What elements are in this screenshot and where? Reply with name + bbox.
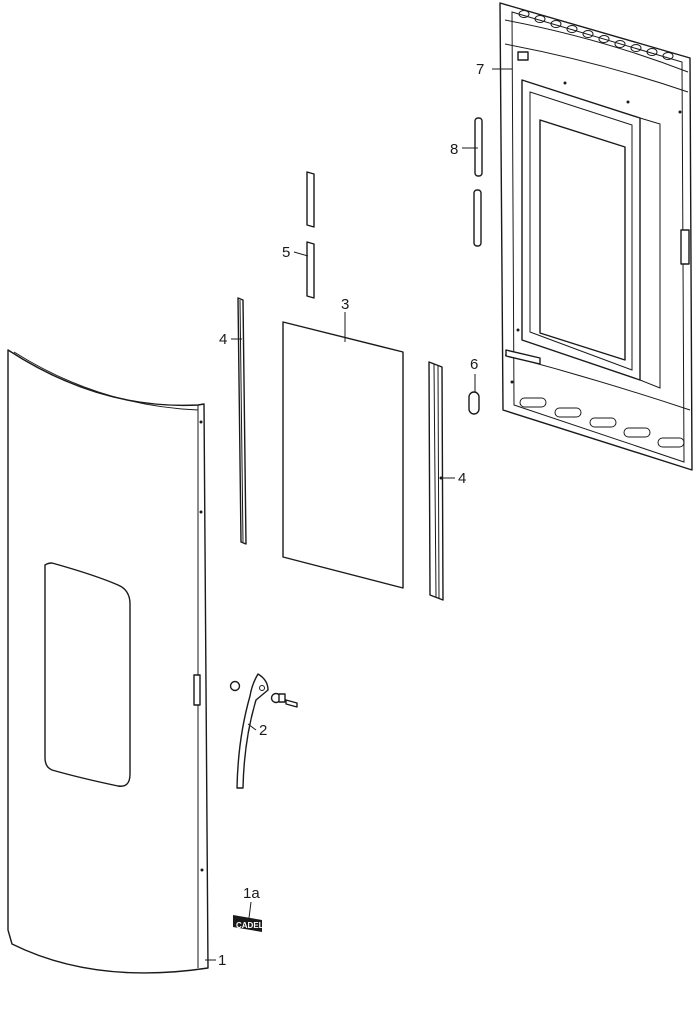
callout-5: 5 — [282, 244, 290, 261]
callout-1a: 1a — [243, 885, 260, 902]
leader-lines — [205, 68, 512, 961]
part-4-right-profile — [428, 361, 444, 601]
callout-6: 6 — [470, 356, 478, 373]
callout-3: 3 — [341, 296, 349, 313]
part-4-left-profile — [237, 297, 247, 545]
callout-4-right: 4 — [458, 470, 466, 487]
logo-text: CADEL — [236, 921, 264, 930]
part-2-handle — [229, 673, 298, 789]
part-3-glass-panel — [282, 321, 404, 589]
part-7-inner-door-frame — [499, 2, 693, 471]
part-6-pin — [468, 391, 480, 415]
top-vent-holes — [518, 10, 674, 60]
callout-8: 8 — [450, 141, 458, 158]
part-1-front-panel — [7, 349, 209, 974]
callout-1: 1 — [218, 952, 226, 969]
part-1a-logo-badge: CADEL — [233, 915, 264, 932]
callout-4-left: 4 — [219, 331, 227, 348]
part-5-strips — [306, 171, 315, 299]
bottom-vent-slots — [519, 397, 685, 448]
part-8-rods — [473, 117, 483, 247]
callout-7: 7 — [476, 61, 484, 78]
callout-2: 2 — [259, 722, 267, 739]
